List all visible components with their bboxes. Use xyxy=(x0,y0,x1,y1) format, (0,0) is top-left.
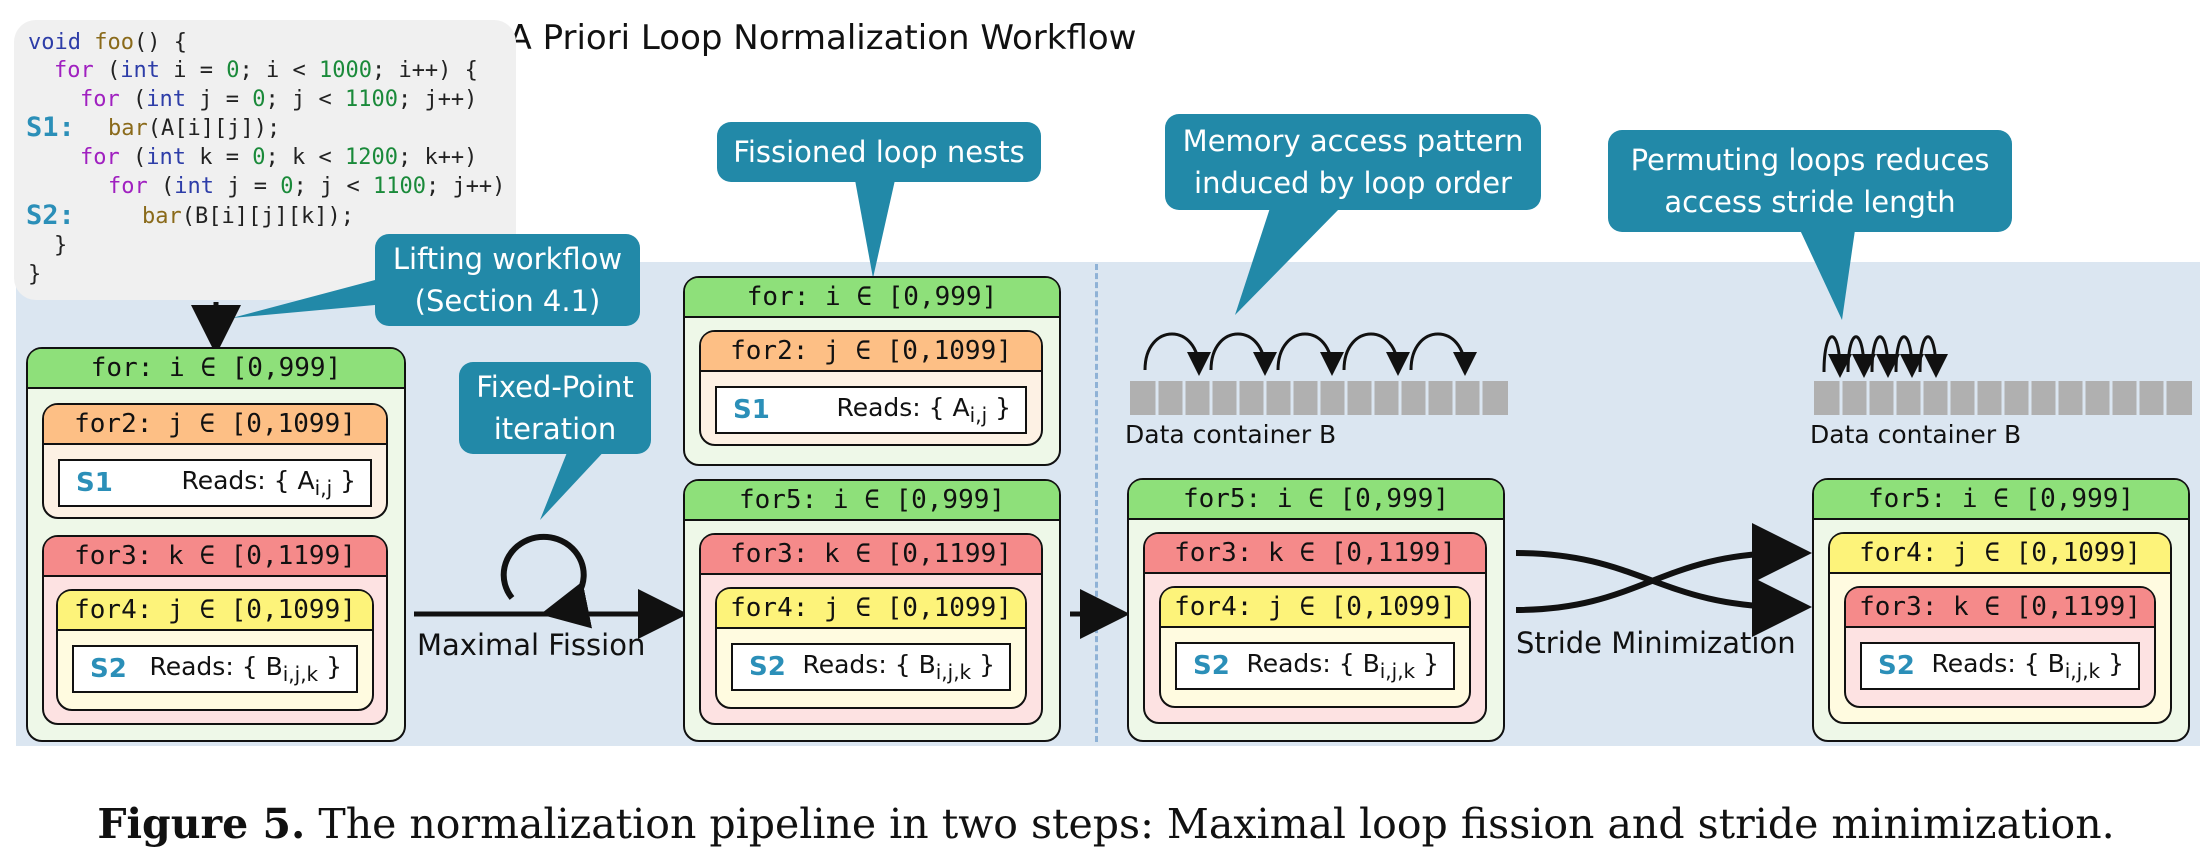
statement-reads: Reads: { Bi,j,k } xyxy=(802,650,995,684)
memory-strip-before xyxy=(1130,381,1508,415)
statement-s1: S1 Reads: { Ai,j } xyxy=(58,459,372,507)
fixed-point-callout: Fixed-Point iteration xyxy=(459,362,651,454)
loop-header: for: i ∈ [0,999] xyxy=(28,349,404,389)
after-for3-loop: for3: k ∈ [0,1199] S2 Reads: { Bi,j,k } xyxy=(1844,586,2156,708)
input-for4-loop: for4: j ∈ [0,1099] S2 Reads: { Bi,j,k } xyxy=(56,589,374,711)
fissioned-loop-nest-bottom: for5: i ∈ [0,999] for3: k ∈ [0,1199] for… xyxy=(683,479,1061,742)
code-s1-label: S1: xyxy=(26,112,75,143)
statement-reads: Reads: { Ai,j } xyxy=(836,393,1011,427)
fissioned-loop-nest-top: for: i ∈ [0,999] for2: j ∈ [0,1099] S1 R… xyxy=(683,276,1061,466)
loop-header: for4: j ∈ [0,1099] xyxy=(58,591,372,631)
permute-arrow-up xyxy=(1515,523,1812,613)
fissioned-for4-loop: for4: j ∈ [0,1099] S2 Reads: { Bi,j,k } xyxy=(715,587,1027,709)
statement-reads: Reads: { Bi,j,k } xyxy=(1246,649,1439,683)
loop-header: for3: k ∈ [0,1199] xyxy=(1846,588,2154,628)
statement-name: S2 xyxy=(749,652,786,682)
code-line-4: bar(A[i][j]); xyxy=(108,116,281,141)
fissioned-for3-loop: for3: k ∈ [0,1199] for4: j ∈ [0,1099] S2… xyxy=(699,533,1043,725)
loop-header: for3: k ∈ [0,1199] xyxy=(701,535,1041,575)
statement-s1: S1 Reads: { Ai,j } xyxy=(715,386,1027,434)
fissioned-callout-tail xyxy=(855,180,895,278)
statement-reads: Reads: { Bi,j,k } xyxy=(1931,649,2124,683)
input-for2-loop: for2: j ∈ [0,1099] S1 Reads: { Ai,j } xyxy=(42,403,388,519)
code-line-6: for (int j = 0; j < 1100; j++) xyxy=(108,174,506,199)
code-line-1: void foo() { xyxy=(28,30,187,55)
after-for4-loop: for4: j ∈ [0,1099] for3: k ∈ [0,1199] S2… xyxy=(1828,532,2172,724)
statement-name: S1 xyxy=(733,395,770,425)
loop-header: for3: k ∈ [0,1199] xyxy=(44,537,386,577)
before-for3-loop: for3: k ∈ [0,1199] for4: j ∈ [0,1099] S2… xyxy=(1143,532,1487,724)
large-stride-arrows xyxy=(1143,332,1477,376)
caption-label: Figure 5. xyxy=(97,800,306,848)
statement-name: S1 xyxy=(76,468,113,498)
small-stride-arrows xyxy=(1822,335,1948,378)
diagram-title: A Priori Loop Normalization Workflow xyxy=(508,18,1137,58)
statement-name: S2 xyxy=(1193,651,1230,681)
code-line-8: } xyxy=(54,233,68,258)
fissioned-for2-loop: for2: j ∈ [0,1099] S1 Reads: { Ai,j } xyxy=(699,330,1043,446)
loop-header: for5: i ∈ [0,999] xyxy=(1129,480,1503,520)
input-loop-nest: for: i ∈ [0,999] for2: j ∈ [0,1099] S1 R… xyxy=(26,347,406,742)
code-line-9: } xyxy=(28,262,42,287)
statement-s2: S2 Reads: { Bi,j,k } xyxy=(1175,642,1455,690)
loop-header: for4: j ∈ [0,1099] xyxy=(717,589,1025,629)
lifting-callout: Lifting workflow (Section 4.1) xyxy=(375,234,640,326)
loop-header: for2: j ∈ [0,1099] xyxy=(701,332,1041,372)
caption-text: The normalization pipeline in two steps:… xyxy=(318,800,2115,848)
code-line-7: bar(B[i][j][k]); xyxy=(142,204,354,229)
loop-header: for5: i ∈ [0,999] xyxy=(1814,480,2188,520)
code-line-5: for (int k = 0; k < 1200; k++) xyxy=(80,145,478,170)
loop-header: for2: j ∈ [0,1099] xyxy=(44,405,386,445)
data-container-label-after: Data container B xyxy=(1810,420,2022,449)
loop-header: for3: k ∈ [0,1199] xyxy=(1145,534,1485,574)
stage-divider xyxy=(1095,264,1098,742)
statement-reads: Reads: { Bi,j,k } xyxy=(149,652,342,686)
statement-s2: S2 Reads: { Bi,j,k } xyxy=(731,643,1011,691)
stride-minimization-label: Stride Minimization xyxy=(1516,626,1796,660)
fissioned-callout: Fissioned loop nests xyxy=(717,122,1041,182)
statement-name: S2 xyxy=(90,654,127,684)
statement-name: S2 xyxy=(1878,651,1915,681)
memory-strip-after xyxy=(1814,381,2192,415)
loop-nest-after-permutation: for5: i ∈ [0,999] for4: j ∈ [0,1099] for… xyxy=(1812,478,2190,742)
loop-header: for4: j ∈ [0,1099] xyxy=(1161,588,1469,628)
figure-caption: Figure 5. The normalization pipeline in … xyxy=(0,800,2212,848)
code-s2-label: S2: xyxy=(26,200,75,231)
loop-nest-before-permutation: for5: i ∈ [0,999] for3: k ∈ [0,1199] for… xyxy=(1127,478,1505,742)
permuting-callout: Permuting loops reduces access stride le… xyxy=(1608,130,2012,232)
loop-header: for5: i ∈ [0,999] xyxy=(685,481,1059,521)
memory-callout: Memory access pattern induced by loop or… xyxy=(1165,114,1541,210)
permuting-callout-tail xyxy=(1800,230,1855,320)
code-line-3: for (int j = 0; j < 1100; j++) xyxy=(80,87,478,112)
loop-header: for: i ∈ [0,999] xyxy=(685,278,1059,318)
source-code-panel: void foo() { for (int i = 0; i < 1000; i… xyxy=(14,20,516,300)
data-container-label-before: Data container B xyxy=(1125,420,1337,449)
loop-header: for4: j ∈ [0,1099] xyxy=(1830,534,2170,574)
statement-s2: S2 Reads: { Bi,j,k } xyxy=(72,645,358,693)
maximal-fission-label: Maximal Fission xyxy=(417,628,646,662)
code-line-2: for (int i = 0; i < 1000; i++) { xyxy=(54,58,478,83)
statement-reads: Reads: { Ai,j } xyxy=(181,466,356,500)
fixed-point-callout-tail xyxy=(540,445,610,520)
lifting-callout-tail xyxy=(232,280,375,318)
before-for4-loop: for4: j ∈ [0,1099] S2 Reads: { Bi,j,k } xyxy=(1159,586,1471,708)
input-for3-loop: for3: k ∈ [0,1199] for4: j ∈ [0,1099] S2… xyxy=(42,535,388,725)
fixed-point-loop-arrow xyxy=(500,533,593,629)
memory-callout-tail xyxy=(1235,208,1340,315)
statement-s2: S2 Reads: { Bi,j,k } xyxy=(1860,642,2140,690)
